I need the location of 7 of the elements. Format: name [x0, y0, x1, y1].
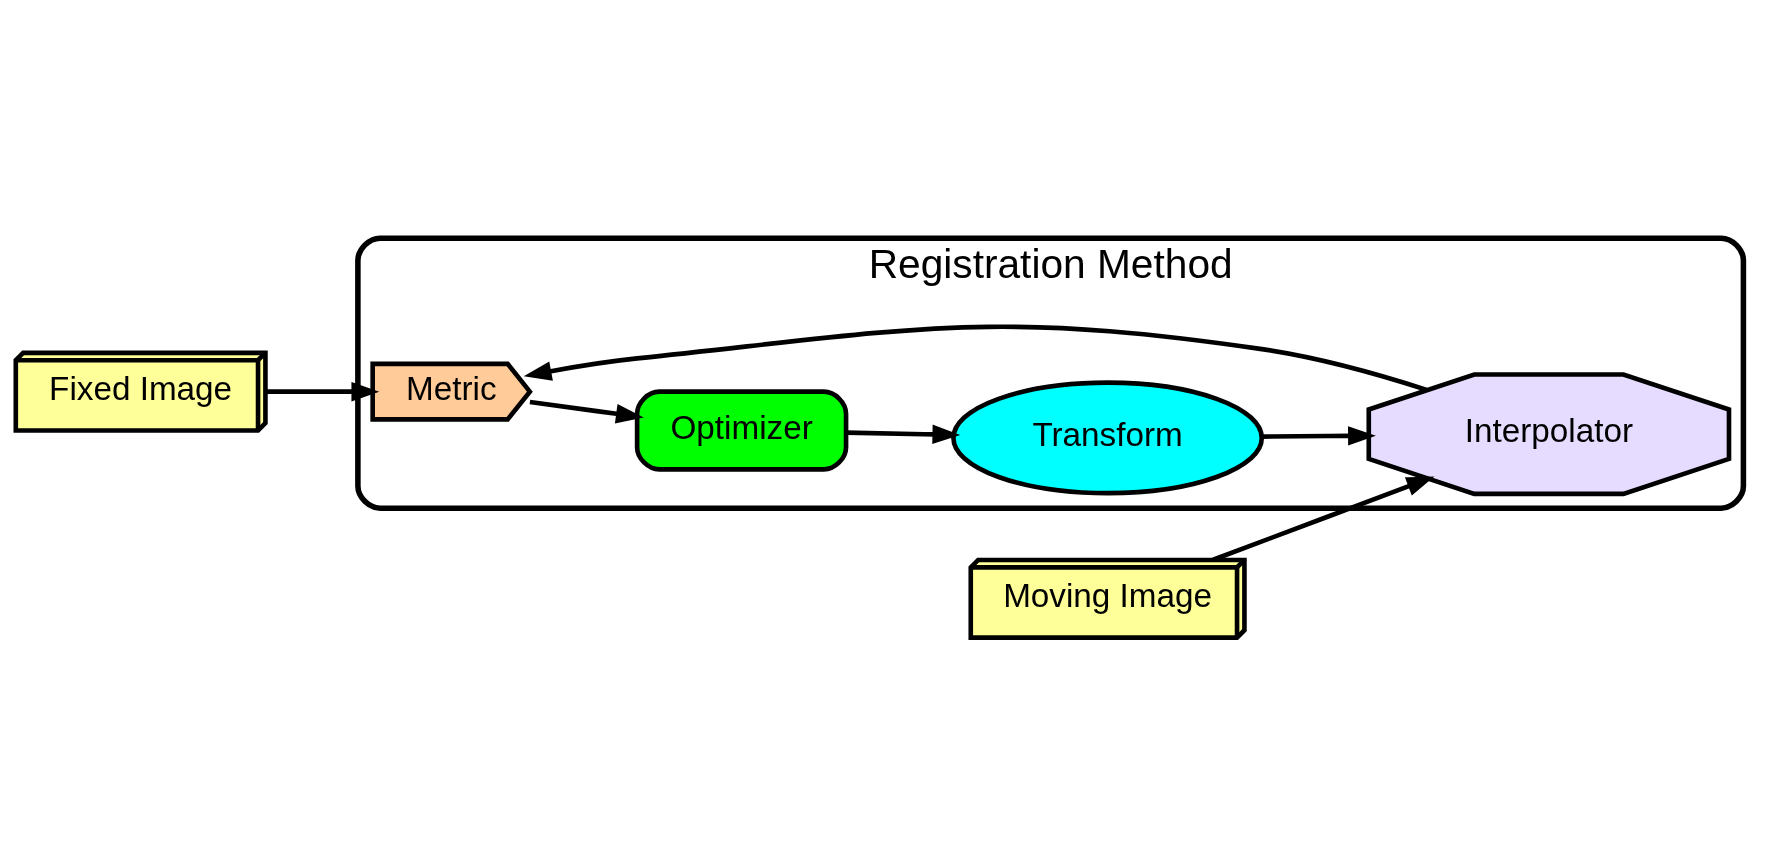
arrow — [846, 424, 961, 445]
node-box: Optimizer — [634, 389, 849, 472]
arrow — [265, 381, 380, 402]
arrow — [529, 399, 644, 424]
node-ellipse: Transform — [951, 380, 1265, 496]
arrow — [523, 324, 1428, 393]
arrow — [1261, 426, 1376, 446]
